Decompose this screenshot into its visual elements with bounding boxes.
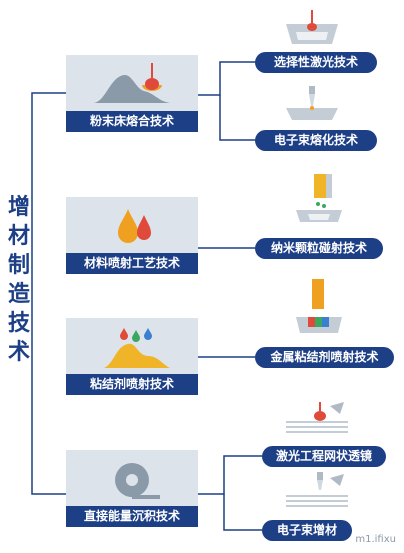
category-label: 材料喷射工艺技术 <box>66 253 198 274</box>
subtype-badge-nanoparticle-jetting: 纳米颗粒碰射技术 <box>255 238 383 259</box>
subtype-badge-selective-laser: 选择性激光技术 <box>255 52 377 73</box>
title-char: 术 <box>7 340 30 365</box>
category-card-powder-bed-fusion: 粉末床熔合技术 <box>66 55 198 132</box>
mound-with-melt-pool-icon <box>94 63 170 103</box>
category-card-directed-energy-deposition: 直接能量沉积技术 <box>66 450 198 527</box>
category-label: 粉末床熔合技术 <box>66 111 198 132</box>
laser-deposition-icon <box>286 402 348 433</box>
category-card-material-jetting: 材料喷射工艺技术 <box>66 197 198 274</box>
laser-powder-bed-icon <box>286 10 338 44</box>
subtype-badge-electron-beam-additive: 电子束增材 <box>262 520 352 541</box>
subtype-badge-metal-binder-jetting: 金属粘结剂喷射技术 <box>255 347 394 368</box>
nanoparticle-jetting-icon <box>296 174 342 222</box>
category-label: 粘结剂喷射技术 <box>66 374 198 395</box>
category-card-binder-jetting: 粘结剂喷射技术 <box>66 318 198 395</box>
title-char: 制 <box>7 253 30 278</box>
droplets-icon <box>118 209 151 243</box>
category-label: 直接能量沉积技术 <box>66 506 198 527</box>
electron-beam-deposition-icon <box>286 472 348 507</box>
watermark: m1.ifixu <box>355 534 396 545</box>
subtype-badge-laser-engineered-net-shaping: 激光工程网状透镜 <box>262 446 386 467</box>
title-char: 增 <box>7 195 30 220</box>
wire-spool-icon <box>115 463 160 499</box>
electron-beam-icon <box>286 86 338 120</box>
main-title-additive-manufacturing: 增 材 制 造 技 术 <box>6 193 32 367</box>
binder-jetting-icon <box>296 279 342 333</box>
title-char: 造 <box>7 282 30 307</box>
subtype-badge-electron-beam-melting: 电子束熔化技术 <box>255 130 377 151</box>
title-char: 技 <box>7 311 30 336</box>
binder-drops-on-powder-icon <box>104 328 170 368</box>
title-char: 材 <box>7 224 30 249</box>
